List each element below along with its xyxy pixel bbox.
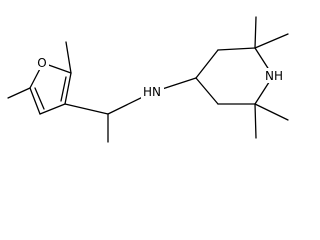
bond-c2p-methyl-right (254, 33, 289, 49)
bond-c4-c5 (29, 87, 41, 115)
bond-c6p-methyl-right (254, 103, 289, 121)
bond-c3-ch (64, 103, 109, 115)
oxygen-label: O (37, 56, 46, 70)
ring-nh-label: NH (265, 69, 283, 83)
atom-ring-nh: NH (263, 68, 285, 83)
piperidine-ring (195, 47, 274, 105)
bond-c2-c3-double (60, 76, 67, 102)
chemical-structure: O HN NH (7, 16, 289, 143)
bond-c4-c5-double (34, 87, 45, 110)
bond-c2-c3 (64, 72, 72, 105)
amine-nh-label: HN (143, 85, 161, 99)
bond-c4-c3p (195, 49, 219, 79)
bond-c5p-c4 (195, 77, 219, 105)
bond-c2-methyl (65, 41, 72, 74)
furan-ring (29, 62, 72, 115)
bond-c5-methyl (7, 87, 31, 99)
bond-c2p-methyl-up (254, 16, 257, 49)
atom-amine-nh: HN (141, 84, 164, 99)
atom-o: O (36, 56, 49, 70)
bond-c3p-c2p (217, 47, 256, 51)
bond-c3-c4 (39, 103, 66, 115)
bond-c6p-methyl-down (254, 103, 257, 139)
